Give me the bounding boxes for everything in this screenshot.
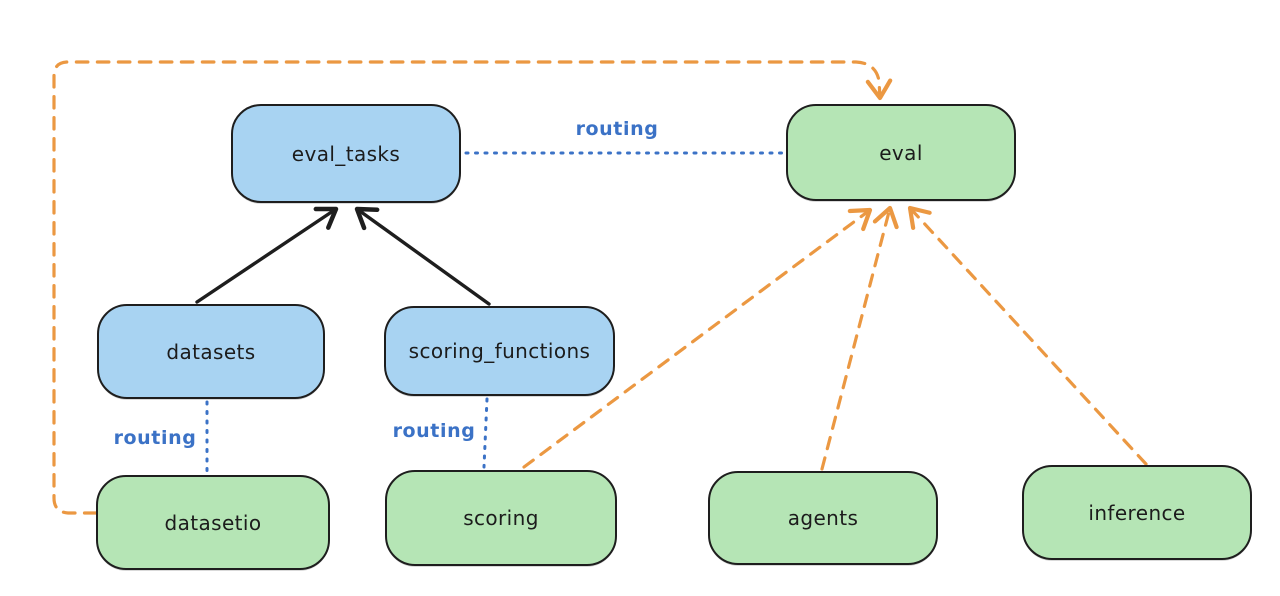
node-label-inference: inference <box>1088 500 1186 525</box>
node-label-datasets: datasets <box>166 339 256 364</box>
node-label-scoring_functions: scoring_functions <box>408 339 591 363</box>
datasets-to-eval_tasks-edge <box>195 206 339 304</box>
node-label-eval: eval <box>879 140 923 165</box>
node-scoring_functions: scoring_functions <box>384 306 615 396</box>
eval_tasks-eval-routing-label: routing <box>575 118 659 140</box>
node-label-datasetio: datasetio <box>164 510 262 535</box>
node-eval_tasks: eval_tasks <box>231 104 461 203</box>
node-datasetio: datasetio <box>96 475 330 570</box>
datasetio-to-eval-edge <box>52 60 893 515</box>
node-datasets: datasets <box>97 304 325 399</box>
datasets-datasetio-routing-label: routing <box>113 427 197 449</box>
node-scoring: scoring <box>385 470 617 566</box>
diagram-edges <box>52 60 1148 515</box>
node-label-scoring: scoring <box>463 506 539 530</box>
scoring_functions-to-eval_tasks-edge <box>354 206 491 306</box>
node-agents: agents <box>708 471 938 565</box>
node-inference: inference <box>1022 465 1252 560</box>
node-label-agents: agents <box>787 506 859 530</box>
scoring_functions-scoring-routing-edge <box>482 397 489 469</box>
node-eval: eval <box>786 104 1016 201</box>
inference-to-eval-edge <box>907 205 1148 466</box>
scoring-to-eval-edge <box>522 207 873 469</box>
scoring_functions-scoring-routing-label: routing <box>392 420 476 442</box>
agents-to-eval-edge <box>820 205 899 471</box>
node-label-eval_tasks: eval_tasks <box>291 141 401 166</box>
